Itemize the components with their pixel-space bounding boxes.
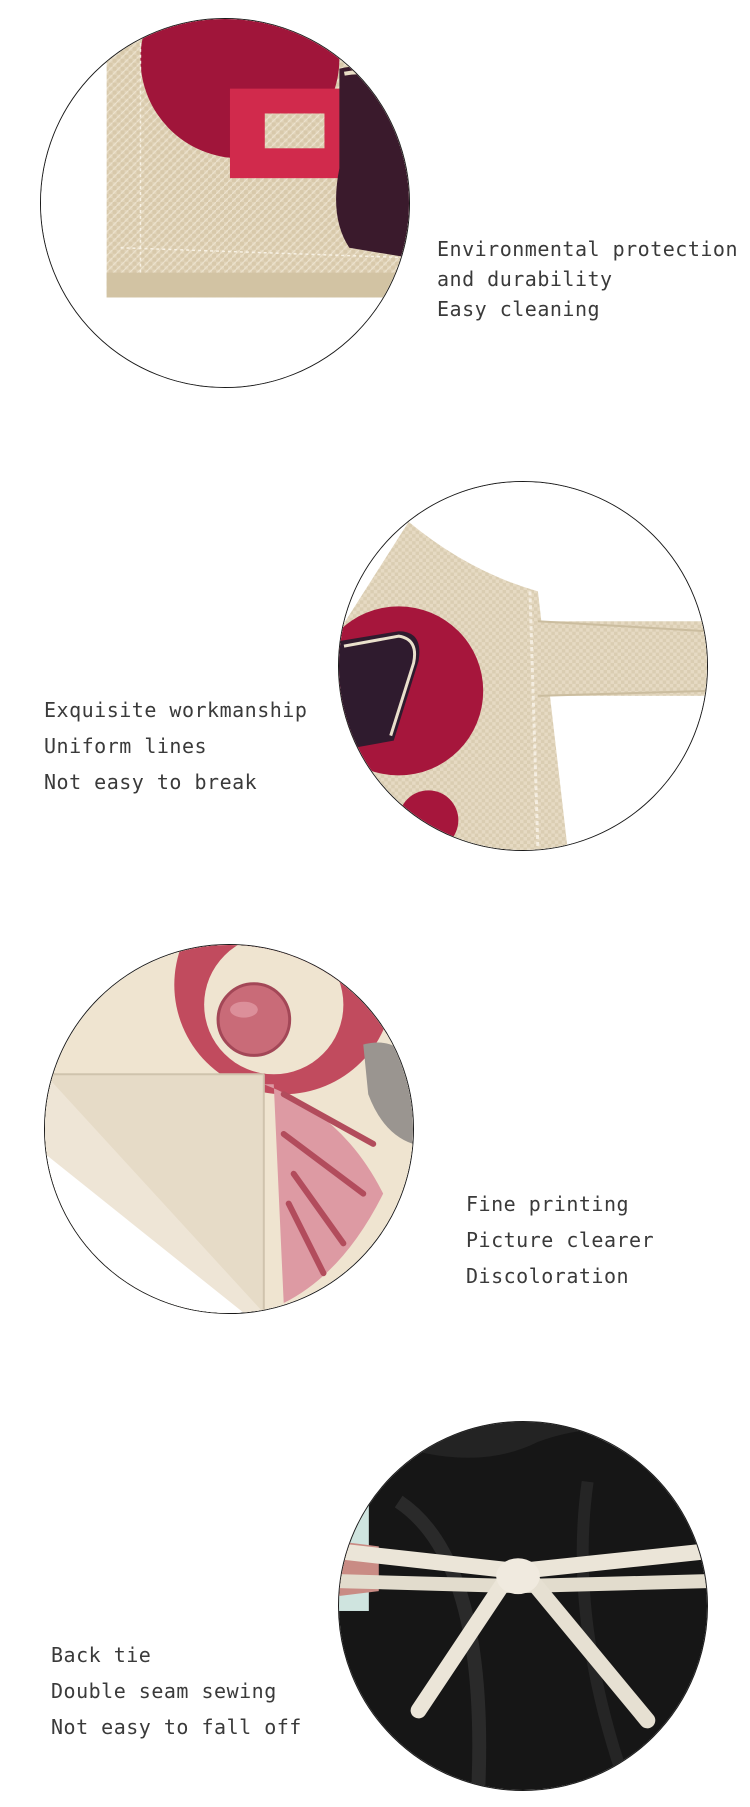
caption-line: and durability [437,267,613,291]
caption-line: Not easy to fall off [51,1715,302,1739]
caption-line: Discoloration [466,1264,630,1288]
feature-caption: Fine printing Picture clearer Discolorat… [466,1186,654,1294]
printed-corner-closeup-icon [44,944,414,1314]
caption-line: Fine printing [466,1192,630,1216]
back-tie-bow-closeup-icon [338,1421,708,1791]
linen-hem-closeup-icon [40,18,410,388]
feature-caption: Back tie Double seam sewing Not easy to … [51,1637,302,1745]
caption-line: Exquisite workmanship [44,698,308,722]
feature-caption: Environmental protection and durability … [437,234,738,324]
caption-line: Environmental protection [437,237,738,261]
caption-line: Uniform lines [44,734,208,758]
linen-strap-seam-closeup-icon [338,481,708,851]
caption-line: Picture clearer [466,1228,655,1252]
caption-line: Not easy to break [44,770,258,794]
feature-caption: Exquisite workmanship Uniform lines Not … [44,692,307,800]
caption-line: Back tie [51,1643,152,1667]
caption-line: Double seam sewing [51,1679,277,1703]
caption-line: Easy cleaning [437,297,601,321]
